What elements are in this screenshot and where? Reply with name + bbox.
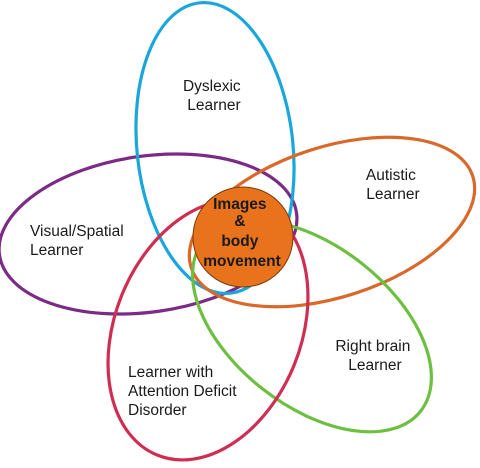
center-circle — [192, 186, 294, 288]
label-autistic: Autistic Learner — [366, 167, 420, 203]
label-attention-deficit: Learner with Attention Deficit Disorder — [128, 364, 241, 419]
center-label: Images & body movement — [203, 196, 281, 270]
label-dyslexic: Dyslexic Learner — [183, 78, 245, 114]
ellipse-dyslexic — [134, 0, 296, 296]
label-right-brain: Right brain Learner — [335, 338, 414, 374]
label-visual-spatial: Visual/Spatial Learner — [30, 223, 128, 259]
ellipse-autistic — [187, 135, 477, 309]
